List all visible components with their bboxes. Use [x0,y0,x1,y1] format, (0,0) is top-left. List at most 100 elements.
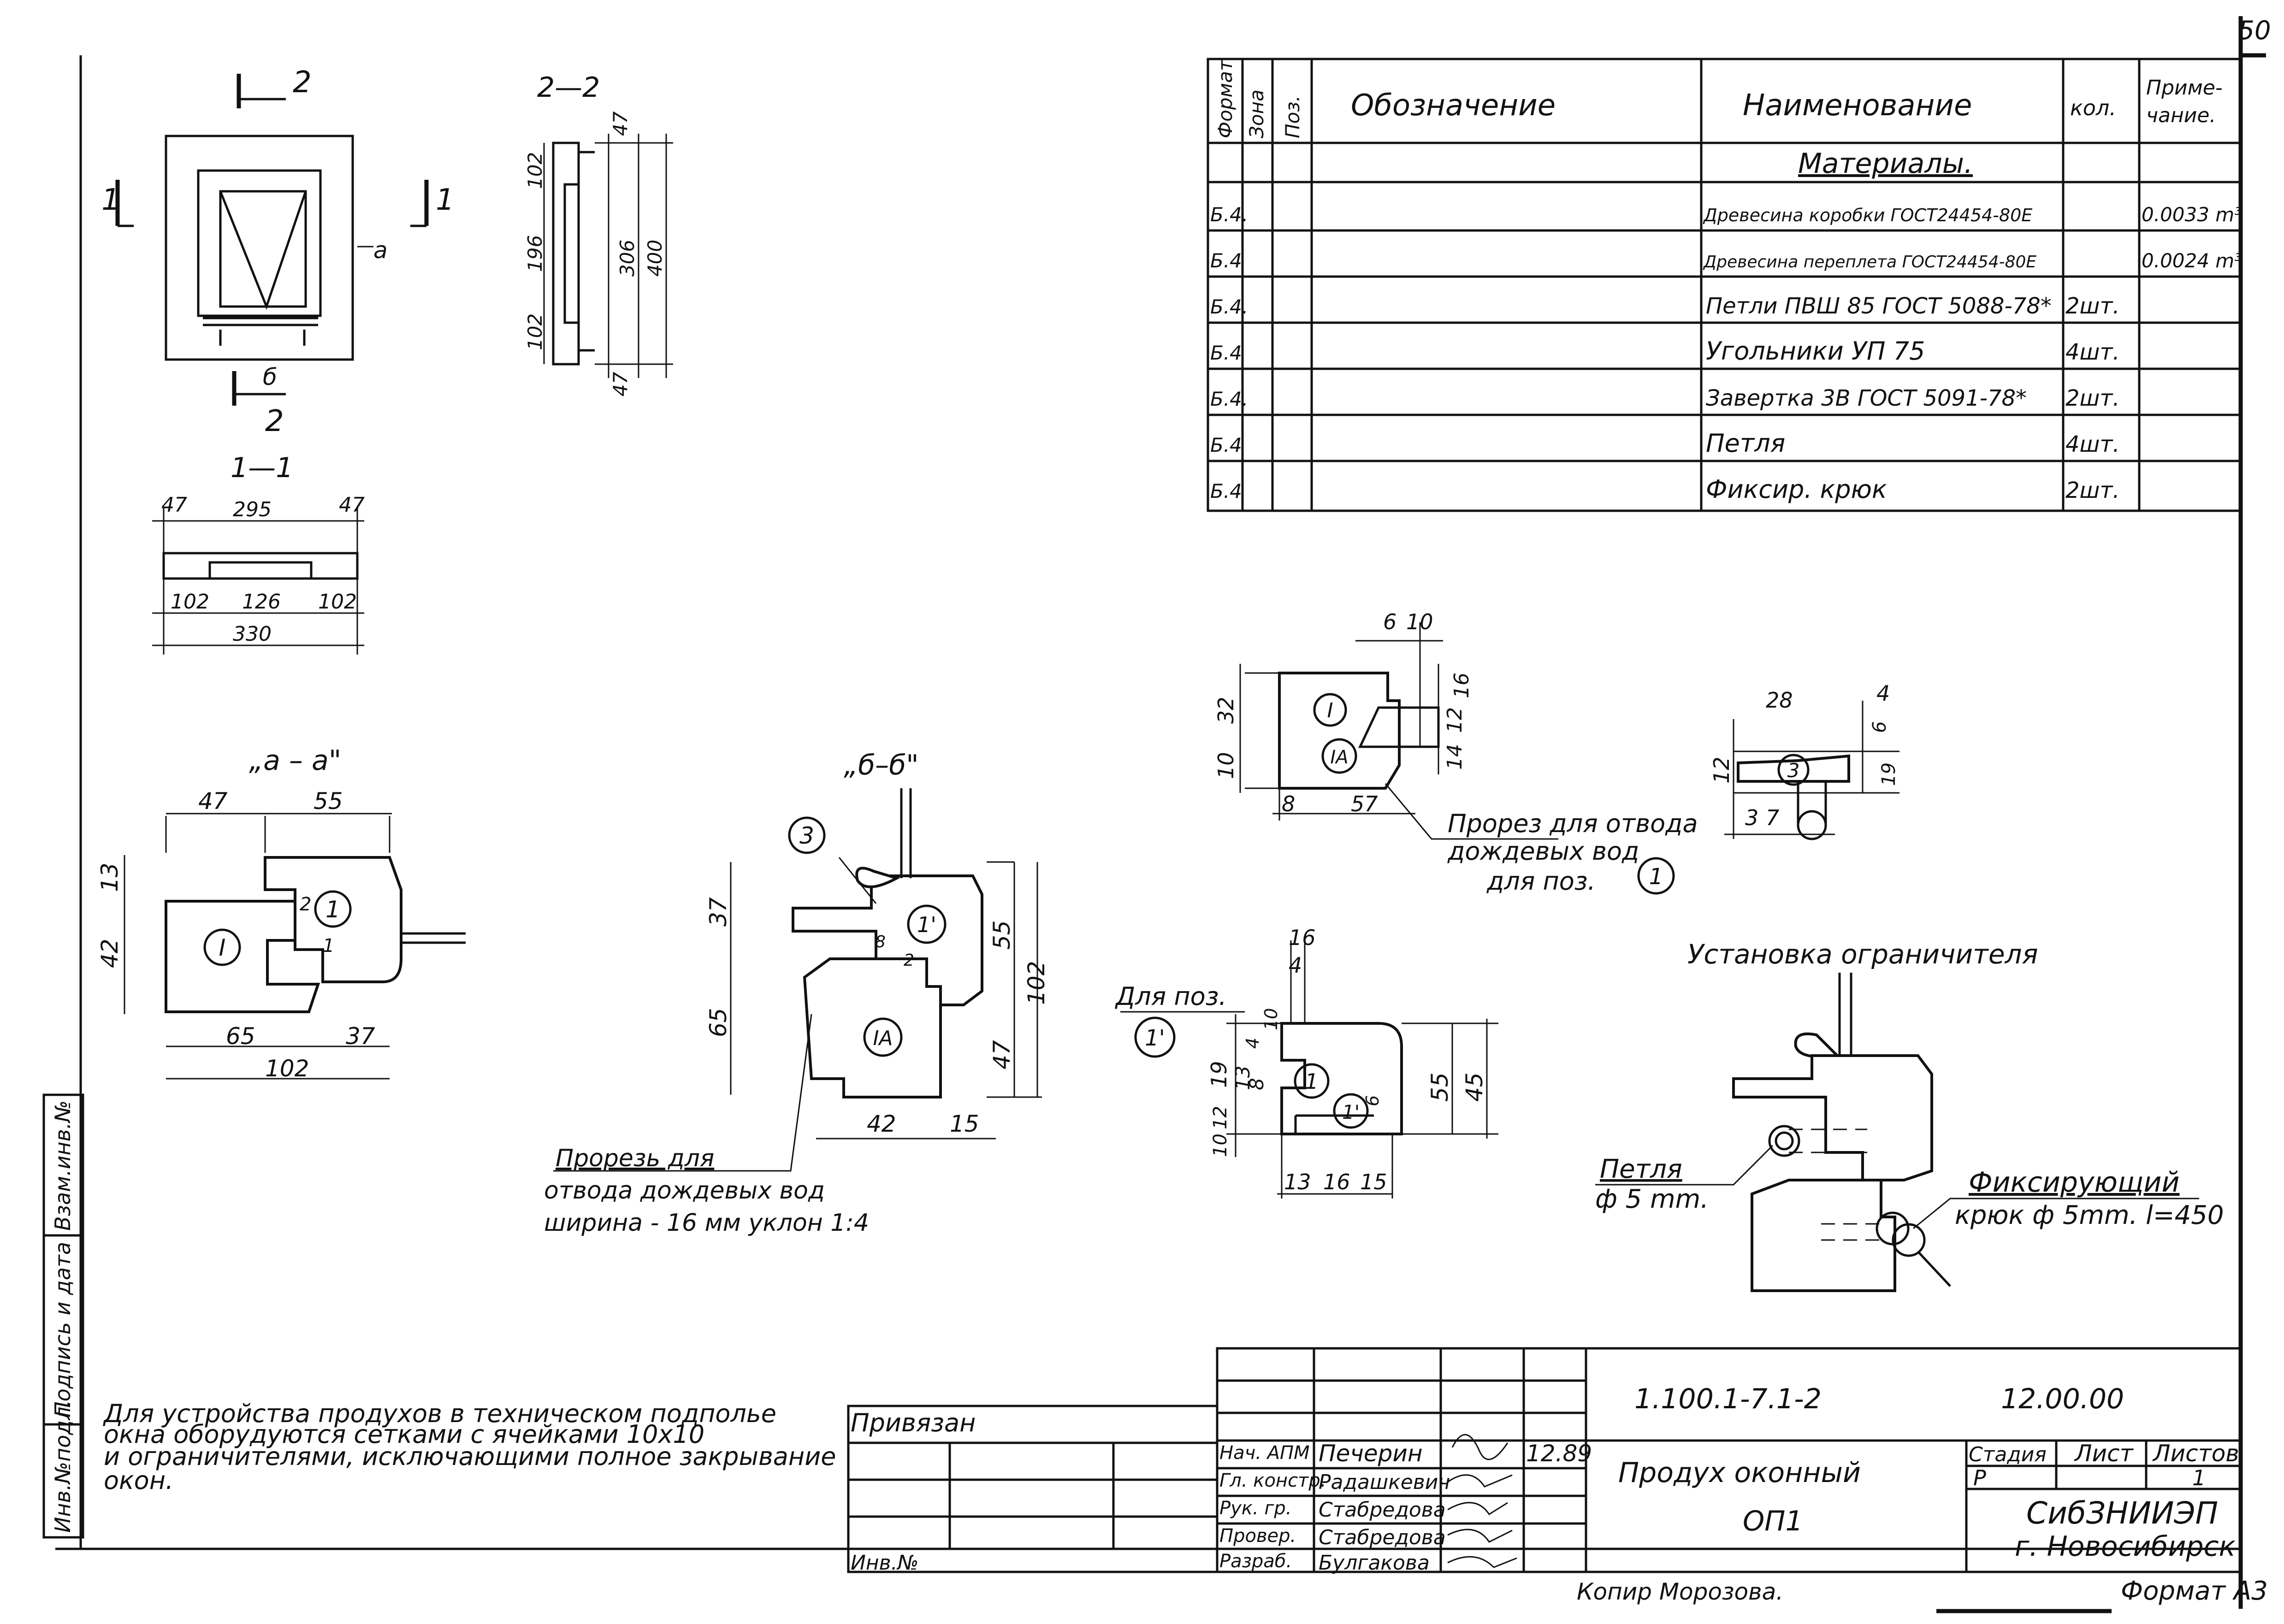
spec-section-materials: Материалы. [1798,148,1973,180]
cut-mark-a: а [373,237,388,264]
spec-row-format: Б.4 [1210,249,1242,272]
spec-row-name: Угольники УП 75 [1706,337,1925,366]
format-label: Формат А3 [2121,1576,2268,1606]
spec-row-name: Фиксир. крюк [1706,475,1887,504]
dim: 8 [875,933,886,951]
position-1prime: 1' [1145,1025,1165,1051]
role-name: Булгакова [1319,1551,1430,1575]
dim: 65 [705,1008,732,1037]
doc-code: 1.100.1-7.1-2 [1634,1383,1822,1415]
dim: 102 [1023,961,1050,1005]
spec-header-note: Приме- [2146,76,2223,100]
position-IA: IA [873,1027,893,1050]
dim: 12 [1443,707,1467,733]
position-callout [907,904,947,944]
bottom-note-line: окон. [104,1466,173,1495]
limiter-loop-1: Петля [1600,1154,1682,1184]
limiter-hook-2: крюк ф 5mm. l=450 [1955,1200,2224,1230]
position-callout [1333,1093,1369,1129]
position-callout [1777,754,1810,786]
dim: 47 [609,372,632,396]
spec-rows: Б.4. Древесина коробки ГОСТ24454-80Е 0.0… [1210,203,2242,504]
bottom-note-line: и ограничителями, исключающими полное за… [104,1442,836,1471]
dim: 12 [1709,756,1734,784]
section-1-1 [152,507,364,655]
dim: 16 [1289,925,1316,950]
section-a-a-title: „а – а" [249,744,341,777]
dim: 47 [198,788,228,815]
position-3: 3 [1787,759,1800,782]
copy-credit: Копир Морозова. [1577,1578,1783,1605]
dim: 330 [233,622,272,646]
dim: 13 [1284,1169,1311,1194]
position-1: 1 [1649,864,1663,890]
sheet-value: 1 [2192,1465,2206,1490]
spec-header-qty: кол. [2070,95,2116,120]
dim: 55 [988,920,1015,950]
dim: 65 [226,1023,255,1050]
spec-row-name: Петля [1706,429,1785,458]
section-2-2-title: 2—2 [537,71,600,104]
cut-mark-2-top: 2 [293,65,312,100]
dim: 102 [265,1055,309,1082]
spec-row-format: Б.4. [1210,295,1248,318]
dim: 16 [1323,1169,1350,1194]
cut-mark-1-right: 1 [436,183,455,217]
limiter-drawing [1595,973,2199,1292]
dim: 10 [1406,609,1433,634]
role-name: Радашкевич [1319,1470,1450,1494]
dim: 13 [96,862,123,892]
position-callout [1134,1016,1176,1058]
bottom-note-line: Для устройства продухов в техническом по… [103,1399,776,1428]
role-name: Печерин [1319,1440,1423,1467]
dim: 196 [524,235,546,272]
doc-sub-code: 12.00.00 [2001,1383,2124,1415]
dim: 102 [524,313,546,350]
side-stamp [42,1093,84,1539]
dim: 42 [96,939,123,968]
dim: 10 [1213,752,1238,779]
limiter-loop-2: ф 5 mm. [1595,1184,1709,1214]
dim: 47 [609,111,632,136]
dim: 57 [1351,791,1378,816]
dim: 14 [1443,744,1467,770]
product-mark: ОП1 [1743,1505,1803,1537]
detail-2 [1724,701,1899,840]
spec-row-qty: 2шт. [2065,478,2120,503]
dim: 32 [1213,697,1238,724]
dim: 16 [1450,673,1473,698]
groove-note-line3: ширина - 16 мм уклон 1:4 [544,1209,869,1237]
position-1prime: 1' [917,912,936,937]
role: Гл. констр. [1219,1470,1326,1491]
page-number: 50 [2238,16,2271,46]
dim: 45 [1461,1072,1488,1102]
dim: 37 [705,897,732,927]
dim: 4 [1289,953,1302,978]
signatures [1447,1434,1517,1568]
dim: 8 [1282,791,1295,816]
spec-row-note: 0.0024 m³ [2142,249,2242,272]
position-callout [314,890,352,928]
spec-row-format: Б.4. [1210,203,1248,226]
spec-row-name: Завертка 3В ГОСТ 5091-78* [1706,385,2027,411]
spec-row-name: Древесина переплета ГОСТ24454-80Е [1703,253,2036,272]
privyazan-label: Привязан [851,1408,976,1437]
spec-row-qty: 2шт. [2065,385,2120,411]
dim: 306 [616,240,639,277]
spec-row-name: Петли ПВШ 85 ГОСТ 5088-78* [1706,293,2052,319]
dim: 10 [1210,1134,1231,1157]
inv-no-label: Инв.№ [851,1551,918,1575]
spec-row-format: Б.4. [1210,388,1248,410]
dim: 102 [318,590,357,614]
dim: 47 [161,493,187,517]
dim: 102 [524,152,546,189]
sheet-header: Лист [2074,1440,2134,1467]
role: Нач. АПМ [1219,1442,1310,1464]
role: Рук. гр. [1219,1498,1292,1519]
spec-row-note: 0.0033 m³ [2142,203,2242,226]
detail-1 [1239,622,1558,840]
org-name: СибЗНИИЭП [2026,1495,2218,1531]
dim: 19 [1878,762,1899,786]
